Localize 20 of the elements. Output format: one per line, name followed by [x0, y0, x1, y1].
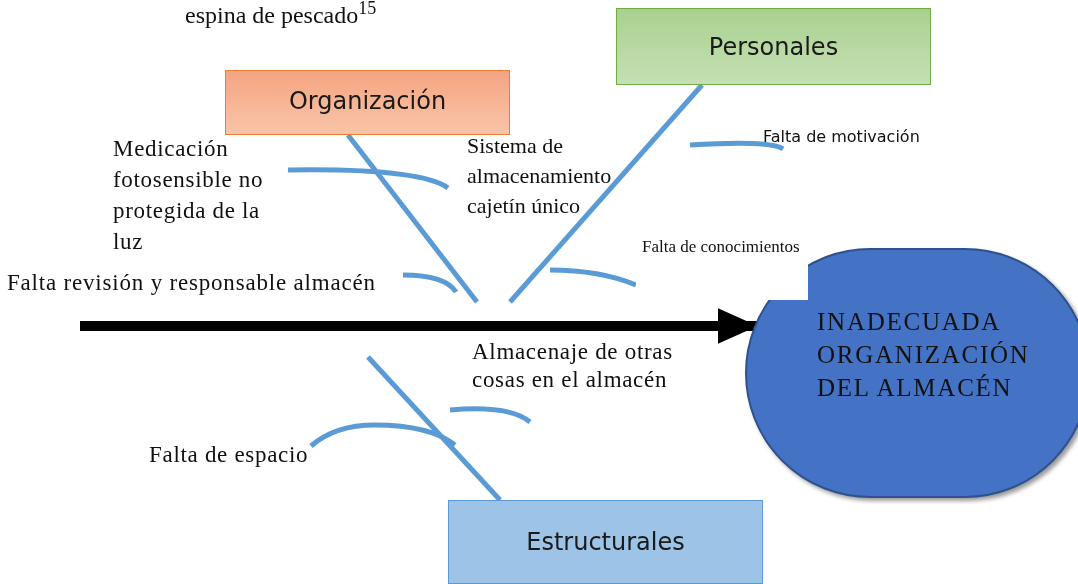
- bone-line: [346, 133, 479, 304]
- cause-text: Falta de espacio: [149, 441, 311, 471]
- bone-line: [508, 83, 704, 304]
- bone-line: [549, 267, 637, 288]
- cause-text: Almacenaje de otras cosas en el almacén: [448, 338, 698, 412]
- spine-arrow: [80, 308, 758, 344]
- bone-line: [366, 355, 502, 502]
- bone-line: [402, 272, 458, 294]
- bone-line: [449, 406, 532, 424]
- diagram-title: espina de pescado$^{15}$: [185, 0, 377, 30]
- category-box: Organización: [225, 70, 510, 135]
- bone-line: [689, 140, 785, 152]
- cause-text: Sistema de almacenamiento cajetín único: [467, 132, 613, 220]
- cause-text: Medicación fotosensible no protegida de la luz: [113, 133, 288, 257]
- cause-text: Falta revisión y responsable almacén: [7, 268, 403, 298]
- bone-line: [287, 167, 450, 191]
- bone-line: [309, 422, 457, 448]
- category-box: Personales: [616, 8, 931, 85]
- cause-text: Falta de motivación: [763, 125, 963, 149]
- category-box: Estructurales: [448, 500, 763, 584]
